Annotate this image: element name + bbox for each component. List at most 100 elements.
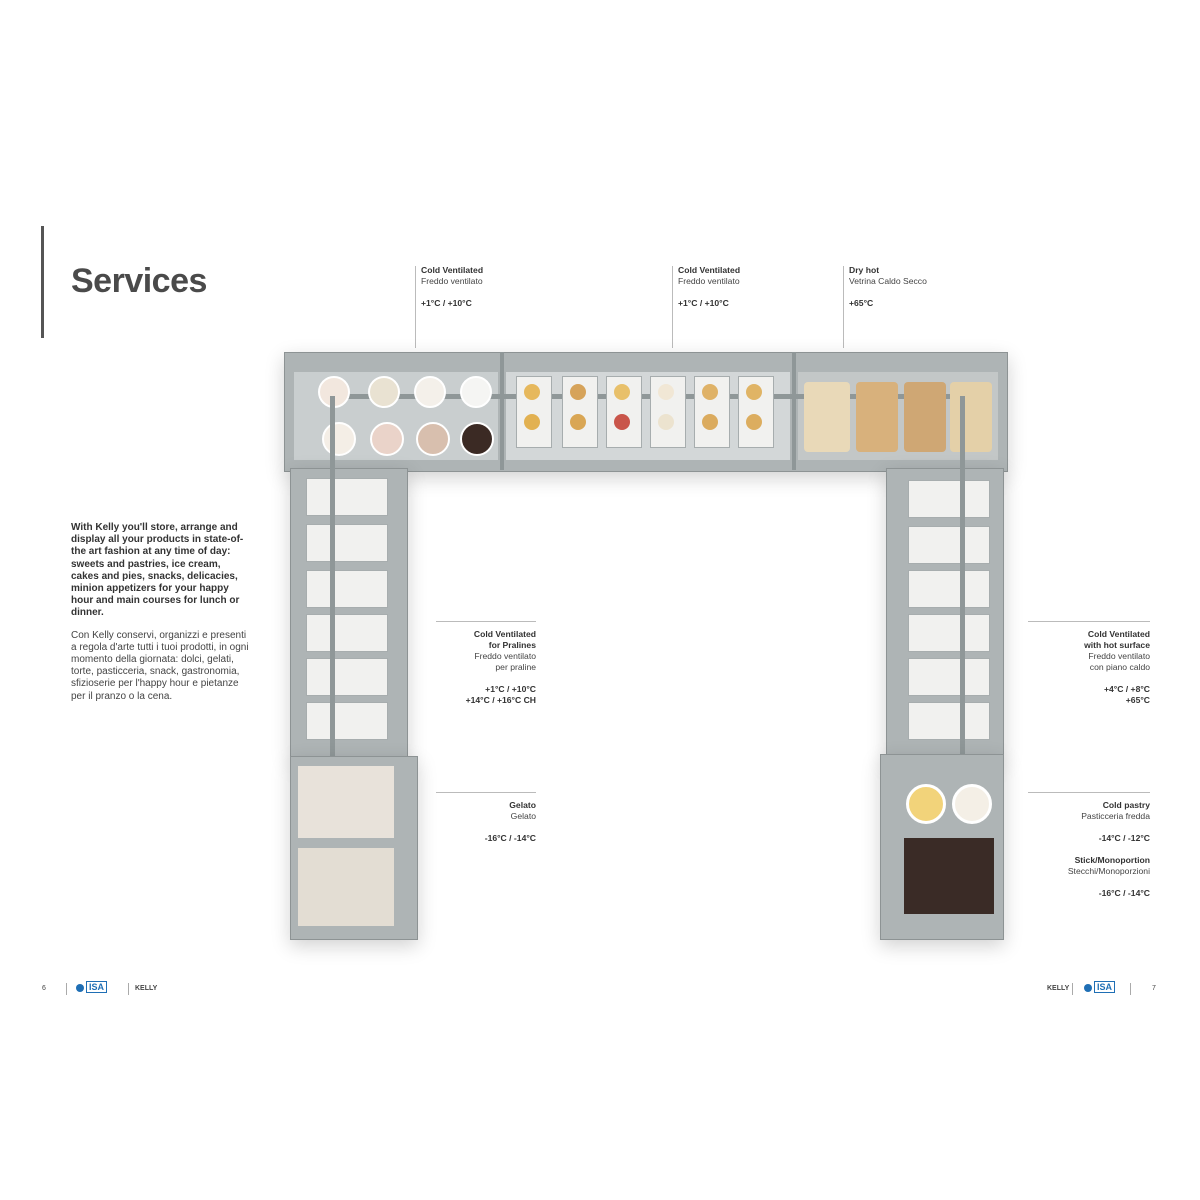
callout-top1: Cold Ventilated Freddo ventilato +1°C / … <box>421 265 483 309</box>
callout-title: Dry hot <box>849 265 880 275</box>
gelato-tubs <box>298 848 394 926</box>
callout-title: Stick/Monoportion <box>1074 855 1150 865</box>
callout-title: Gelato <box>509 800 536 810</box>
callout-subtitle: Freddo ventilato <box>1088 651 1150 661</box>
pizza-slice <box>856 382 898 452</box>
callout-temp: -14°C / -12°C <box>1098 833 1150 843</box>
pizza-slice <box>950 382 992 452</box>
callout-temp: -16°C / -14°C <box>484 833 536 843</box>
callout-title: for Pralines <box>488 640 536 650</box>
isa-logo-text: ISA <box>1094 981 1116 993</box>
pastry-tray <box>908 526 990 564</box>
pastry-tray <box>650 376 686 448</box>
praline-tray <box>306 702 388 740</box>
isa-logo-text: ISA <box>86 981 108 993</box>
isa-logo-mark <box>1084 983 1092 992</box>
callout-cold-pastry: Cold pastry Pasticceria fredda -14°C / -… <box>1010 800 1150 899</box>
callout-temp: +65°C <box>849 298 874 308</box>
pastry-item <box>614 384 630 400</box>
cake-item <box>460 376 492 408</box>
isa-logo-right: ISA <box>1084 981 1116 993</box>
praline-tray <box>306 614 388 652</box>
isa-logo-mark <box>76 983 84 992</box>
cake-item <box>460 422 494 456</box>
callout-line-pralines <box>436 621 536 622</box>
callout-subtitle: Freddo ventilato <box>421 276 483 286</box>
pastry-item <box>746 414 762 430</box>
callout-subtitle: Vetrina Caldo Secco <box>849 276 927 286</box>
callout-line-top3 <box>843 266 844 348</box>
pastry-item <box>702 414 718 430</box>
cake-item <box>370 422 404 456</box>
footer-product-left: KELLY <box>135 985 158 992</box>
pizza-slice <box>904 382 946 452</box>
footer-divider <box>66 983 67 995</box>
pastry-tray <box>908 702 990 740</box>
pastry-item <box>702 384 718 400</box>
callout-gelato: Gelato Gelato -16°C / -14°C <box>420 800 536 844</box>
callout-title: Cold Ventilated <box>473 629 536 639</box>
callout-top2: Cold Ventilated Freddo ventilato +1°C / … <box>678 265 740 309</box>
praline-tray <box>306 478 388 516</box>
pastry-item <box>614 414 630 430</box>
footer-divider <box>1130 983 1131 995</box>
callout-subtitle: Stecchi/Monoporzioni <box>1067 866 1150 876</box>
page-number-right: 7 <box>1152 985 1156 992</box>
pastry-tray <box>908 614 990 652</box>
pastry-tray <box>908 570 990 608</box>
isa-logo: ISA <box>76 981 108 993</box>
callout-title: Cold Ventilated <box>678 265 741 275</box>
footer-divider <box>128 983 129 995</box>
footer-product-right: KELLY <box>1047 985 1070 992</box>
callout-hot-surface: Cold Ventilated with hot surface Freddo … <box>1010 629 1150 706</box>
tart-item <box>906 784 946 824</box>
callout-subtitle: Gelato <box>510 811 536 821</box>
callout-title: with hot surface <box>1084 640 1150 650</box>
pastry-item <box>570 414 586 430</box>
pizza-slice <box>804 382 850 452</box>
gelato-tubs <box>298 766 394 838</box>
callout-pralines: Cold Ventilated for Pralines Freddo vent… <box>400 629 536 706</box>
handrail <box>324 394 964 399</box>
tart-item <box>952 784 992 824</box>
callout-line-hot-surface <box>1028 621 1150 622</box>
callout-temp: +1°C / +10°C <box>421 298 472 308</box>
callout-temp: -16°C / -14°C <box>1098 888 1150 898</box>
pastry-item <box>658 384 674 400</box>
page-number-left: 6 <box>42 985 46 992</box>
callout-temp: +1°C / +10°C <box>678 298 729 308</box>
accent-bar <box>41 226 44 338</box>
callout-subtitle: Pasticceria fredda <box>1081 811 1150 821</box>
display-case-illustration <box>284 350 1008 940</box>
divider <box>500 352 504 470</box>
callout-title: Cold pastry <box>1102 800 1150 810</box>
praline-tray <box>306 570 388 608</box>
intro-italian: Con Kelly conservi, organizzi e presenti… <box>71 629 249 702</box>
callout-line-top1 <box>415 266 416 348</box>
callout-line-cold-pastry <box>1028 792 1150 793</box>
page-title: Services <box>71 262 207 300</box>
pastry-item <box>658 414 674 430</box>
callout-temp: +65°C <box>1125 695 1150 705</box>
callout-top3: Dry hot Vetrina Caldo Secco +65°C <box>849 265 927 309</box>
cake-item <box>322 422 356 456</box>
callout-title: Cold Ventilated <box>1087 629 1150 639</box>
callout-temp: +1°C / +10°C <box>485 684 536 694</box>
callout-subtitle: per praline <box>495 662 536 672</box>
stick-rack <box>904 838 994 914</box>
intro-english: With Kelly you'll store, arrange and dis… <box>71 522 244 619</box>
callout-line-top2 <box>672 266 673 348</box>
footer-right: 7 <box>1152 985 1156 992</box>
callout-subtitle: Freddo ventilato <box>474 651 536 661</box>
cake-item <box>416 422 450 456</box>
divider <box>792 352 796 470</box>
pastry-item <box>570 384 586 400</box>
callout-subtitle: con piano caldo <box>1089 662 1150 672</box>
intro-text: With Kelly you'll store, arrange and dis… <box>71 522 251 703</box>
callout-title: Cold Ventilated <box>421 265 484 275</box>
pastry-item <box>746 384 762 400</box>
callout-temp: +4°C / +8°C <box>1103 684 1150 694</box>
handrail <box>330 396 335 940</box>
footer-left: 6 <box>42 985 46 992</box>
praline-tray <box>306 658 388 696</box>
